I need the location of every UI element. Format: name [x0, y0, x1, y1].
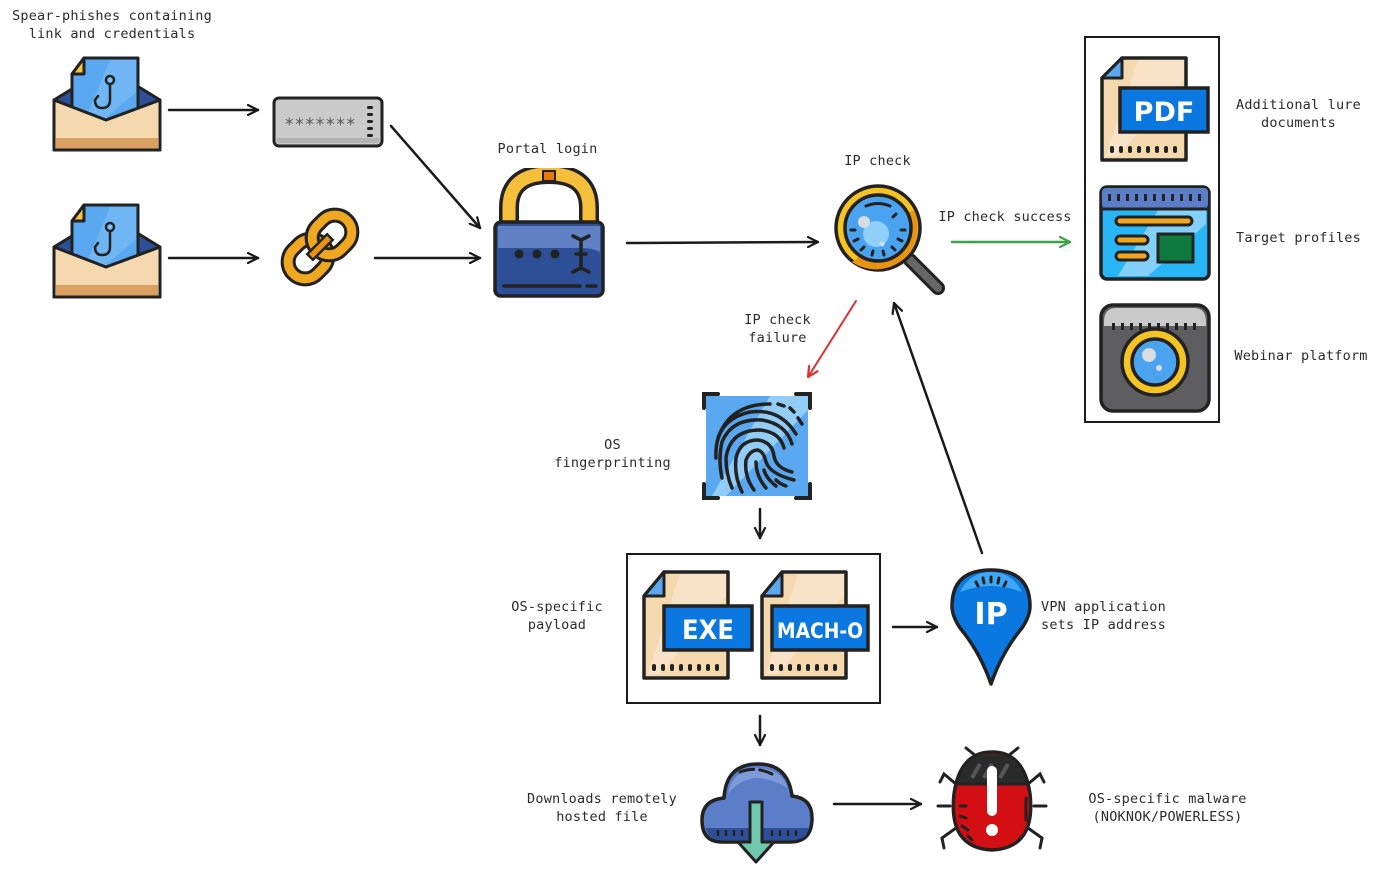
- payload-group: [626, 553, 881, 704]
- macho-document-icon: MACH-O: [760, 570, 870, 680]
- phishing-email-icon: [52, 203, 162, 299]
- ip-check-magnifier-icon: [834, 184, 945, 295]
- arrow-vpn-to-ipcheck: [894, 301, 984, 555]
- exe-document-icon: EXE: [642, 570, 754, 680]
- label-portal-login: Portal login: [497, 141, 598, 157]
- arrow-portal-to-ipcheck: [625, 242, 820, 243]
- phishing-email-icon: [52, 56, 162, 152]
- vpn-ip-pin-icon: IP: [950, 568, 1032, 686]
- label-os-fingerprinting: OS fingerprinting: [554, 437, 671, 471]
- pdf-document-icon: PDF: [1100, 56, 1210, 162]
- malware-bug-icon: [936, 746, 1048, 852]
- label-target-profiles: Target profiles: [1236, 230, 1361, 246]
- label-ip-check-success: IP check success: [938, 209, 1072, 225]
- fingerprint-scan-icon: [702, 392, 812, 500]
- label-malware: OS-specific malware (NOKNOK/POWERLESS): [1088, 791, 1247, 825]
- webinar-camera-icon: [1099, 303, 1211, 413]
- post-check-resources-group: [1084, 36, 1220, 423]
- exe-text: EXE: [682, 615, 734, 646]
- label-additional-lure: Additional lure documents: [1236, 97, 1361, 131]
- password-mask-text: *******: [284, 115, 356, 135]
- macho-text: MACH-O: [777, 619, 863, 643]
- label-vpn-app: VPN application sets IP address: [1041, 599, 1166, 633]
- label-ip-check: IP check: [844, 153, 911, 169]
- target-profiles-window-icon: [1099, 185, 1211, 281]
- label-os-payload: OS-specific payload: [511, 599, 603, 633]
- cloud-download-icon: [700, 762, 814, 864]
- label-downloads: Downloads remotely hosted file: [527, 791, 677, 825]
- portal-login-lock-icon: [493, 168, 605, 298]
- arrow-password-to-portal: [389, 124, 482, 230]
- arrow-ipcheck-failure: [808, 300, 857, 377]
- password-field-icon: *******: [272, 96, 384, 148]
- ip-pin-text: IP: [974, 597, 1007, 632]
- pdf-text: PDF: [1134, 97, 1195, 128]
- label-spear-phish: Spear-phishes containing link and creden…: [12, 8, 212, 42]
- label-ip-check-failure: IP check failure: [744, 312, 811, 346]
- label-webinar-platform: Webinar platform: [1234, 348, 1368, 364]
- link-chain-icon: [280, 207, 360, 287]
